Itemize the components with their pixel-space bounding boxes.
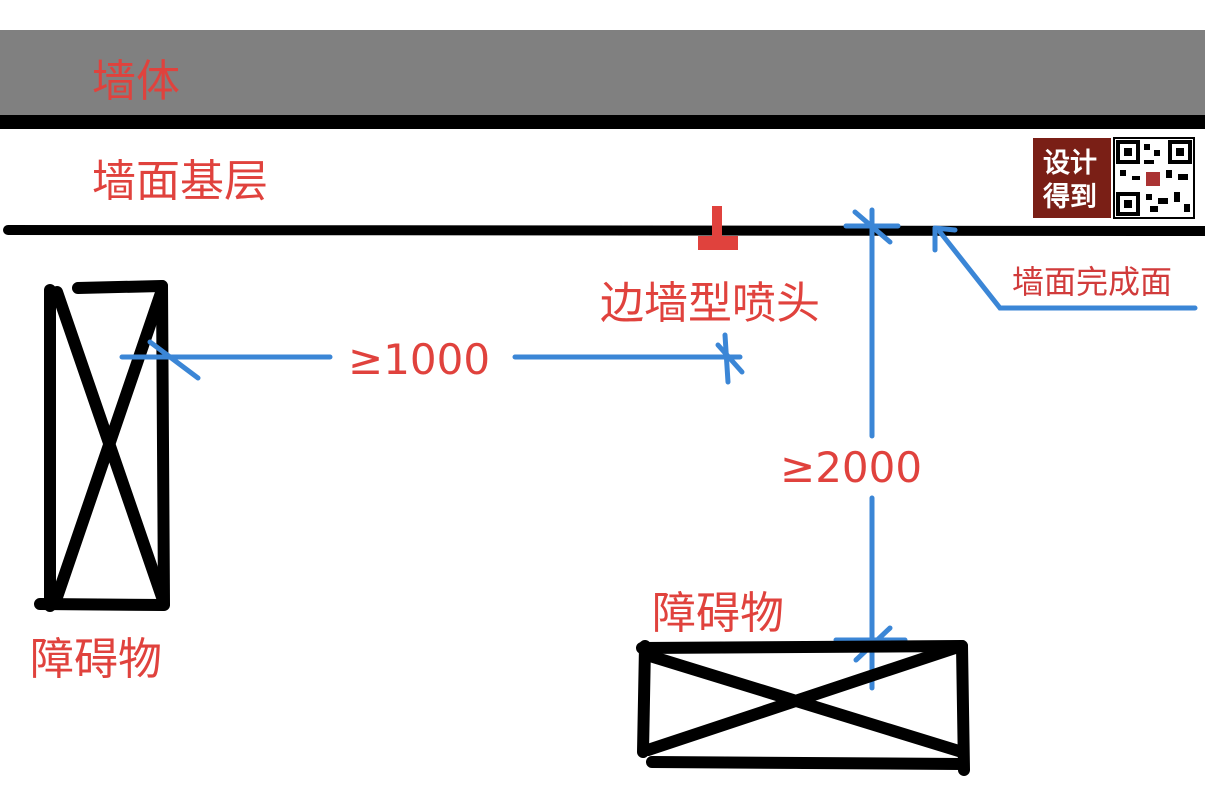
dimension-horizontal bbox=[119, 332, 745, 385]
wall-band bbox=[0, 30, 1205, 120]
obstacle-left-icon bbox=[34, 280, 170, 612]
logo-line-1: 设计 bbox=[1043, 148, 1097, 179]
sprinkler-icon bbox=[698, 206, 738, 250]
obstacle-bottom-icon bbox=[636, 640, 970, 776]
wall-finish-label: 墙面完成面 bbox=[1012, 263, 1172, 301]
dimension-vertical-label: ≥2000 bbox=[780, 443, 922, 492]
sprinkler-label: 边墙型喷头 bbox=[600, 278, 820, 329]
wall-base-label: 墙面基层 bbox=[92, 156, 268, 207]
obstacle-left-label: 障碍物 bbox=[30, 634, 162, 685]
obstacle-bottom-label: 障碍物 bbox=[652, 588, 784, 639]
logo: 设计 得到 bbox=[1033, 138, 1111, 218]
logo-box bbox=[1033, 138, 1111, 218]
qr-code-icon bbox=[1113, 137, 1195, 219]
logo-line-2: 得到 bbox=[1042, 182, 1097, 213]
dimension-vertical bbox=[833, 207, 908, 691]
wall-finish-line bbox=[3, 225, 1205, 236]
wall-label: 墙体 bbox=[92, 56, 180, 107]
dimension-horizontal-label: ≥1000 bbox=[348, 335, 490, 384]
wall-finish-leader bbox=[932, 225, 1198, 311]
